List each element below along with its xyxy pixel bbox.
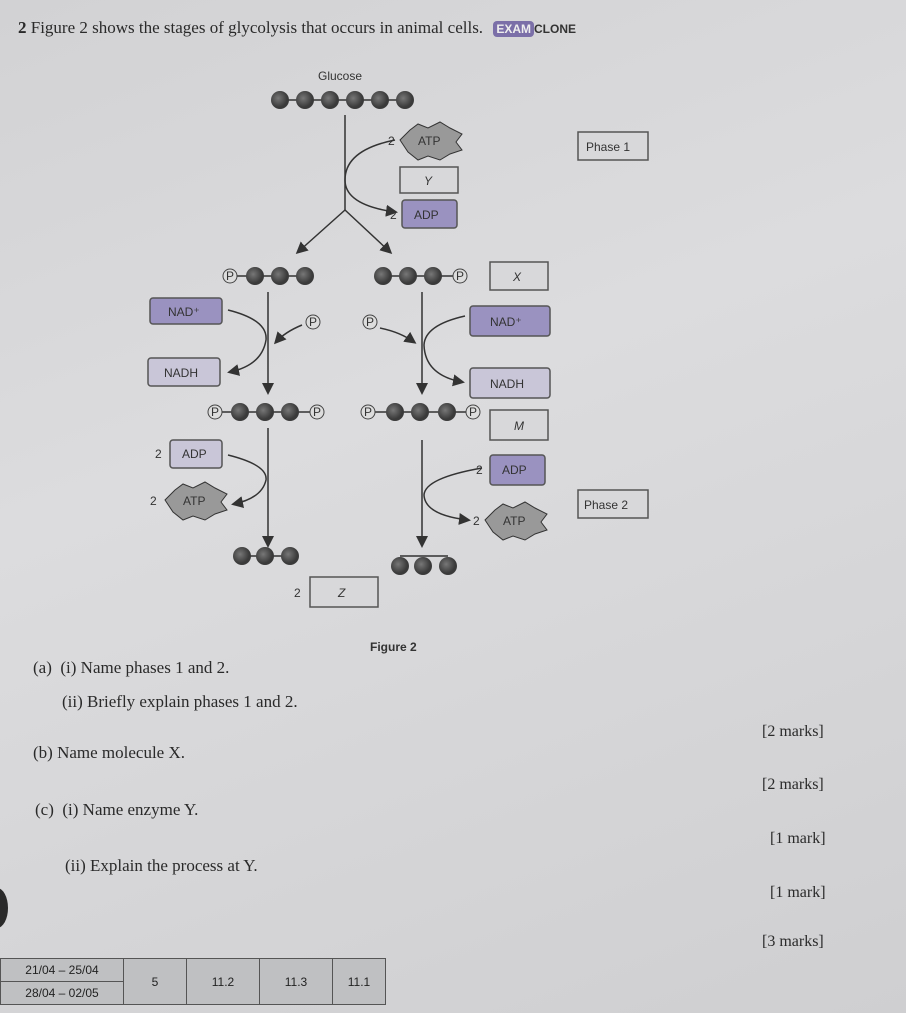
molecule-x-label: X xyxy=(512,270,522,284)
phosphate-label: P xyxy=(211,405,219,419)
enzyme-y-label: Y xyxy=(424,174,433,188)
phosphate-label: P xyxy=(456,269,464,283)
atp-count: 2 xyxy=(388,134,395,148)
binder-hole xyxy=(0,888,8,928)
part-a-ii: (ii) Briefly explain phases 1 and 2. xyxy=(62,692,298,711)
question-intro: 2 Figure 2 shows the stages of glycolysi… xyxy=(18,18,576,38)
phosphate-label: P xyxy=(309,315,317,329)
marks-c-i: [1 mark] xyxy=(770,830,826,847)
marks-total: [3 marks] xyxy=(762,933,824,950)
table-cell: 11.1 xyxy=(332,958,386,1005)
phosphate-label: P xyxy=(366,315,374,329)
part-b: (b) Name molecule X. xyxy=(33,743,186,762)
table-cell: 11.2 xyxy=(186,958,260,1005)
atp-label: ATP xyxy=(183,494,205,508)
phosphate-label: P xyxy=(364,405,372,419)
table-cell: 21/04 – 25/04 xyxy=(0,958,124,982)
marks-c-ii: [1 mark] xyxy=(770,884,826,901)
adp-label: ADP xyxy=(502,463,527,477)
phosphate-label: P xyxy=(469,405,477,419)
table-cell: 11.3 xyxy=(259,958,333,1005)
adp-count: 2 xyxy=(476,463,483,477)
question-number: 2 xyxy=(18,18,27,37)
part-c-i: (c) (i) Name enzyme Y. xyxy=(35,800,199,819)
phosphate-circles xyxy=(207,268,481,420)
figure-caption: Figure 2 xyxy=(370,640,417,654)
nad-label: NAD⁺ xyxy=(168,305,200,319)
exam-logo: EXAM xyxy=(493,21,534,37)
atp-label: ATP xyxy=(418,134,440,148)
adp-label: ADP xyxy=(182,447,207,461)
carbon-beads xyxy=(231,91,457,575)
adp-count: 2 xyxy=(390,208,397,222)
nadh-label: NADH xyxy=(490,377,524,391)
adp-label: ADP xyxy=(414,208,439,222)
marks-a: [2 marks] xyxy=(762,723,824,740)
table-cell: 5 xyxy=(123,958,187,1005)
question-text: Figure 2 shows the stages of glycolysis … xyxy=(30,18,484,37)
z-count: 2 xyxy=(294,586,301,600)
phase-2-label: Phase 2 xyxy=(584,498,628,512)
marks-b: [2 marks] xyxy=(762,776,824,793)
part-a-i: (a) (i) Name phases 1 and 2. xyxy=(33,658,230,677)
phosphate-label: P xyxy=(226,269,234,283)
glucose-label: Glucose xyxy=(318,69,362,83)
phase-1-label: Phase 1 xyxy=(586,140,630,154)
exam-logo-text: CLONE xyxy=(533,22,576,36)
atp-star-icons xyxy=(164,121,548,541)
atp-count: 2 xyxy=(150,494,157,508)
molecule-m-label: M xyxy=(514,419,524,433)
nadh-label: NADH xyxy=(164,366,198,380)
adp-count: 2 xyxy=(155,447,162,461)
table-cell: 28/04 – 02/05 xyxy=(0,981,124,1005)
nad-label: NAD⁺ xyxy=(490,315,522,329)
molecule-z-label: Z xyxy=(337,586,346,600)
atp-label: ATP xyxy=(503,514,525,528)
part-c-ii: (ii) Explain the process at Y. xyxy=(65,856,258,875)
atp-count: 2 xyxy=(473,514,480,528)
phosphate-label: P xyxy=(313,405,321,419)
